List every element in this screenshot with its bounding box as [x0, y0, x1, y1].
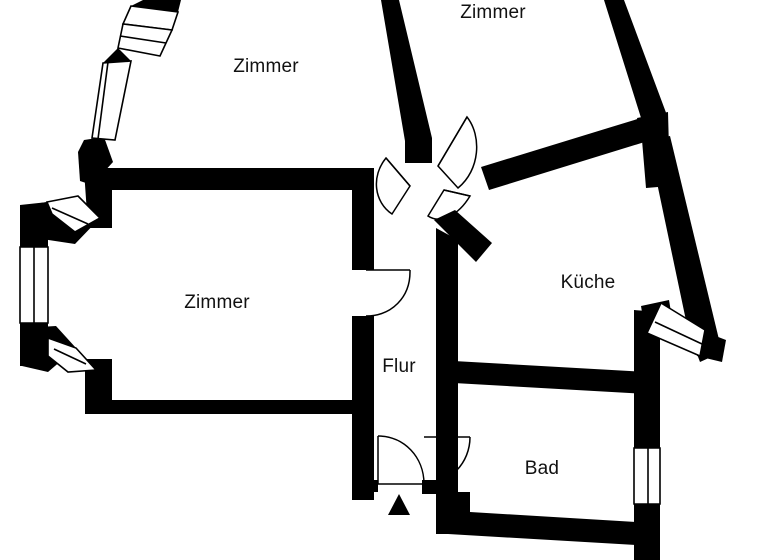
- door-leaf-zimmer-top-right: [437, 116, 468, 167]
- wall-diagonal-upper-left: [381, 0, 432, 163]
- wall-entry-threshold: [352, 484, 364, 492]
- door-layer: [365, 115, 478, 515]
- entrance-triangle-icon: [388, 494, 410, 515]
- bay-left-pier-top: [20, 202, 48, 247]
- room-label-zimmer-left: Zimmer: [184, 292, 250, 313]
- door-entry-right: [423, 436, 471, 485]
- wall-right-exterior: [648, 136, 722, 362]
- room-label-bad: Bad: [525, 458, 559, 479]
- wall-zimmer-left-bottom: [85, 400, 362, 414]
- room-label-zimmer-top-right: Zimmer: [460, 2, 526, 23]
- door-leaf-entry-left: [377, 436, 424, 485]
- window-bad-right: [633, 447, 661, 505]
- wall-diagonal-upper-right: [604, 0, 668, 142]
- wall-kueche-top: [481, 113, 664, 190]
- door-leaf-center-lower: [443, 189, 471, 197]
- door-zimmer-left: [365, 270, 411, 317]
- wall-zimmer-left-right-upper: [352, 168, 374, 270]
- wall-bad-right-lower: [634, 504, 660, 560]
- wall-bad-right-upper: [634, 310, 660, 448]
- wall-zimmer-left-right-lower: [352, 316, 374, 438]
- window-kueche-right: [645, 301, 706, 358]
- door-entry-left: [377, 435, 425, 485]
- wall-flur-right-pier: [436, 382, 458, 436]
- wall-zimmer-left-top: [84, 168, 362, 228]
- door-center-lower: [426, 189, 472, 220]
- wall-bad-top: [436, 360, 646, 394]
- wall-bad-bottom: [436, 492, 636, 545]
- wall-layer: [20, 0, 726, 560]
- door-leaf-center-left: [385, 157, 411, 187]
- room-label-flur: Flur: [382, 356, 416, 377]
- room-label-layer: Zimmer Zimmer Zimmer Küche Flur Bad: [184, 2, 615, 479]
- door-center-left: [375, 156, 411, 216]
- window-bay-left-lower: [47, 336, 98, 373]
- room-label-kueche: Küche: [561, 272, 616, 293]
- window-bay-top-3: [91, 60, 132, 141]
- wall-kueche-left-upper: [434, 210, 492, 262]
- window-layer: [19, 5, 706, 505]
- wall-kueche-left: [436, 228, 458, 380]
- wall-jog-center-top: [405, 138, 432, 163]
- door-zimmer-top-right: [437, 115, 478, 190]
- room-label-zimmer-top-left: Zimmer: [233, 56, 299, 77]
- wall-bad-left: [436, 436, 458, 534]
